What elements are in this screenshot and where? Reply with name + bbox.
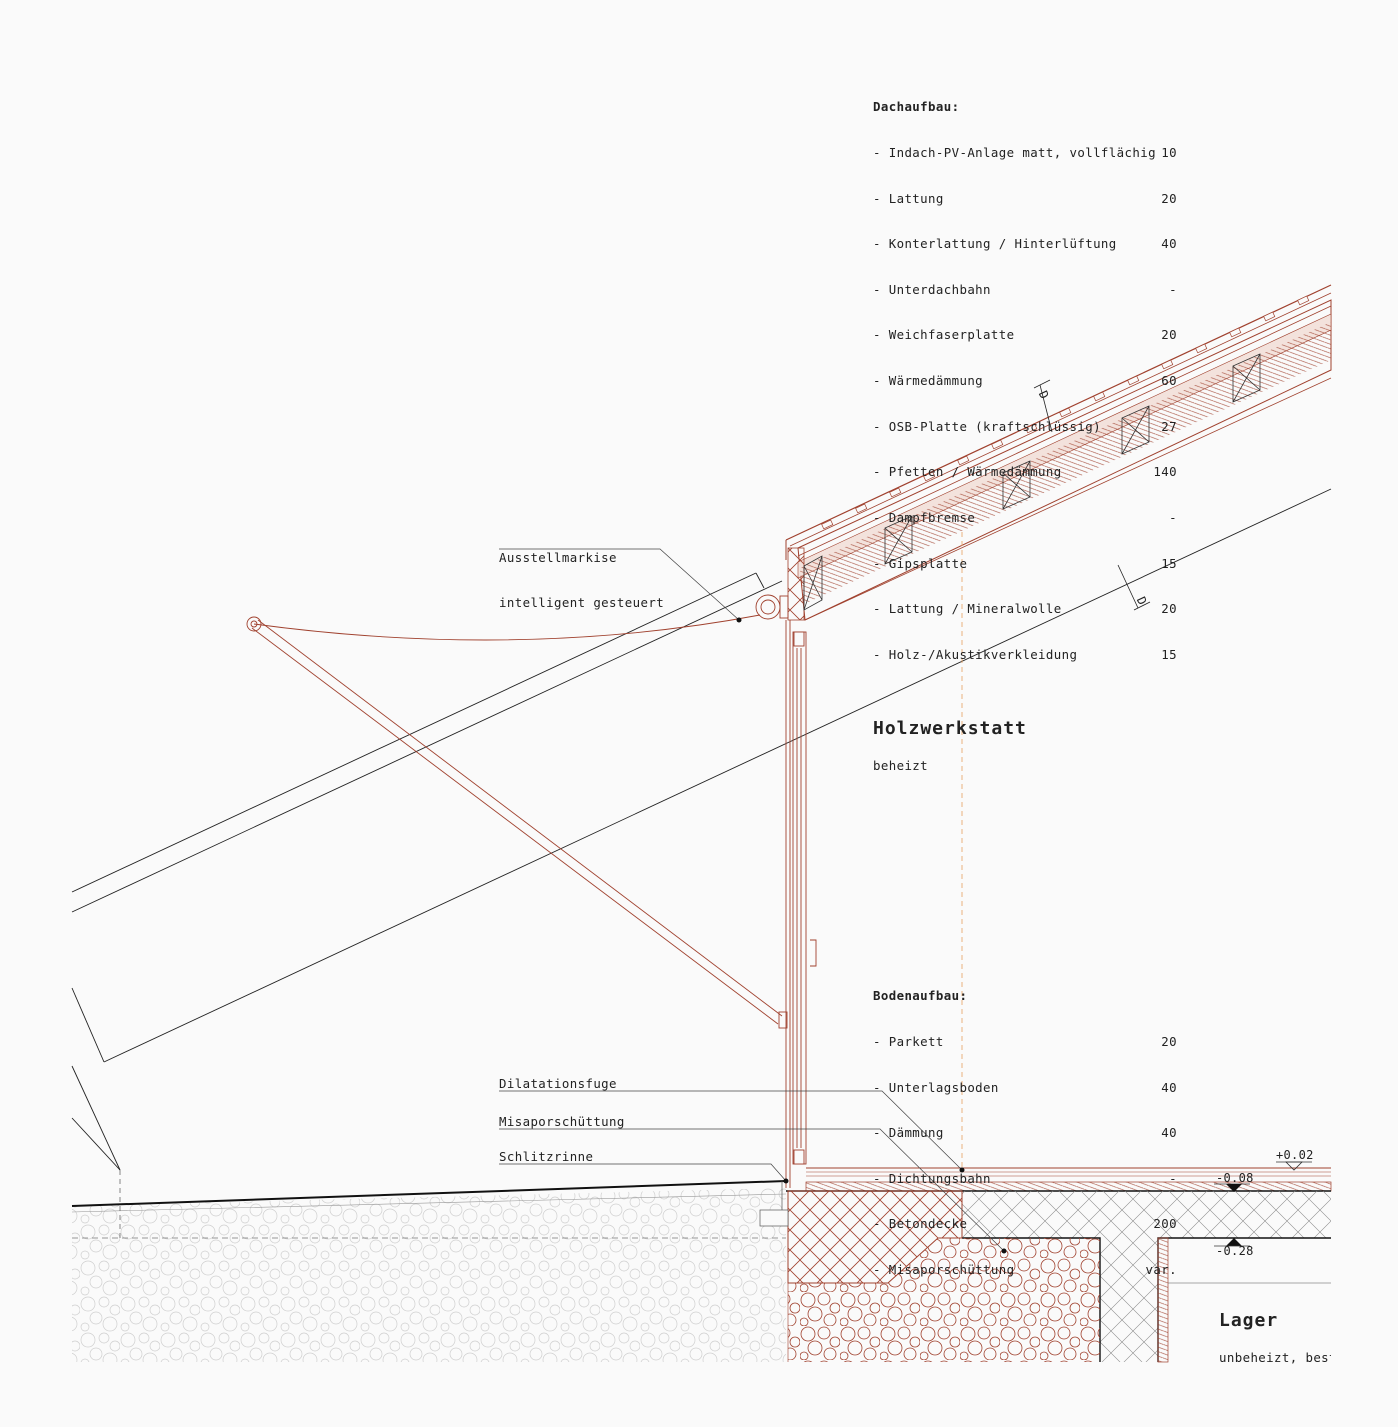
slot-gutter-label: Schlitzrinne xyxy=(499,1149,594,1164)
expansion-joint-label: Dilatationsfuge xyxy=(499,1076,617,1091)
level-floor-top: +0.02 xyxy=(1276,1148,1314,1162)
awning-label: Ausstellmarkise intelligent gesteuert xyxy=(499,550,665,610)
workshop-title: Holzwerkstatt xyxy=(873,718,1027,739)
level-floor-finish: -0.08 xyxy=(1216,1171,1254,1185)
roof-spec: Dachaufbau: - Indach-PV-Anlage matt, vol… xyxy=(873,69,1177,677)
roof-layer: - OSB-Platte (kraftschlüssig)27 xyxy=(873,418,1177,434)
floor-layer: - Dichtungsbahn- xyxy=(873,1170,1177,1186)
misapor-label: Misaporschüttung xyxy=(499,1114,625,1129)
level-storage-ceiling: -0.28 xyxy=(1216,1244,1254,1258)
level-markers xyxy=(1214,1161,1312,1247)
floor-spec-heading: Bodenaufbau: xyxy=(873,988,968,1004)
workshop-subtitle: beheizt xyxy=(873,758,929,773)
leader-lines xyxy=(499,548,1005,1252)
facade-wall xyxy=(785,620,817,1188)
foundation xyxy=(759,1181,1100,1362)
neighbour-outline xyxy=(71,488,1332,1171)
storage-title: Lager xyxy=(1219,1310,1279,1331)
storage-subtitle: unbeheizt, best xyxy=(1219,1350,1331,1365)
roof-layer: - Dampfbremse- xyxy=(873,509,1177,525)
awning xyxy=(246,594,789,1029)
ground-gravel xyxy=(71,1170,787,1362)
roof-layer: - Unterdachbahn- xyxy=(873,281,1177,297)
roof-buildup xyxy=(785,284,1332,621)
roof-spec-heading: Dachaufbau: xyxy=(873,99,960,115)
leader-dots xyxy=(736,617,1007,1254)
section-mark-bottom xyxy=(1117,564,1151,611)
section-mark-top xyxy=(1033,379,1053,433)
